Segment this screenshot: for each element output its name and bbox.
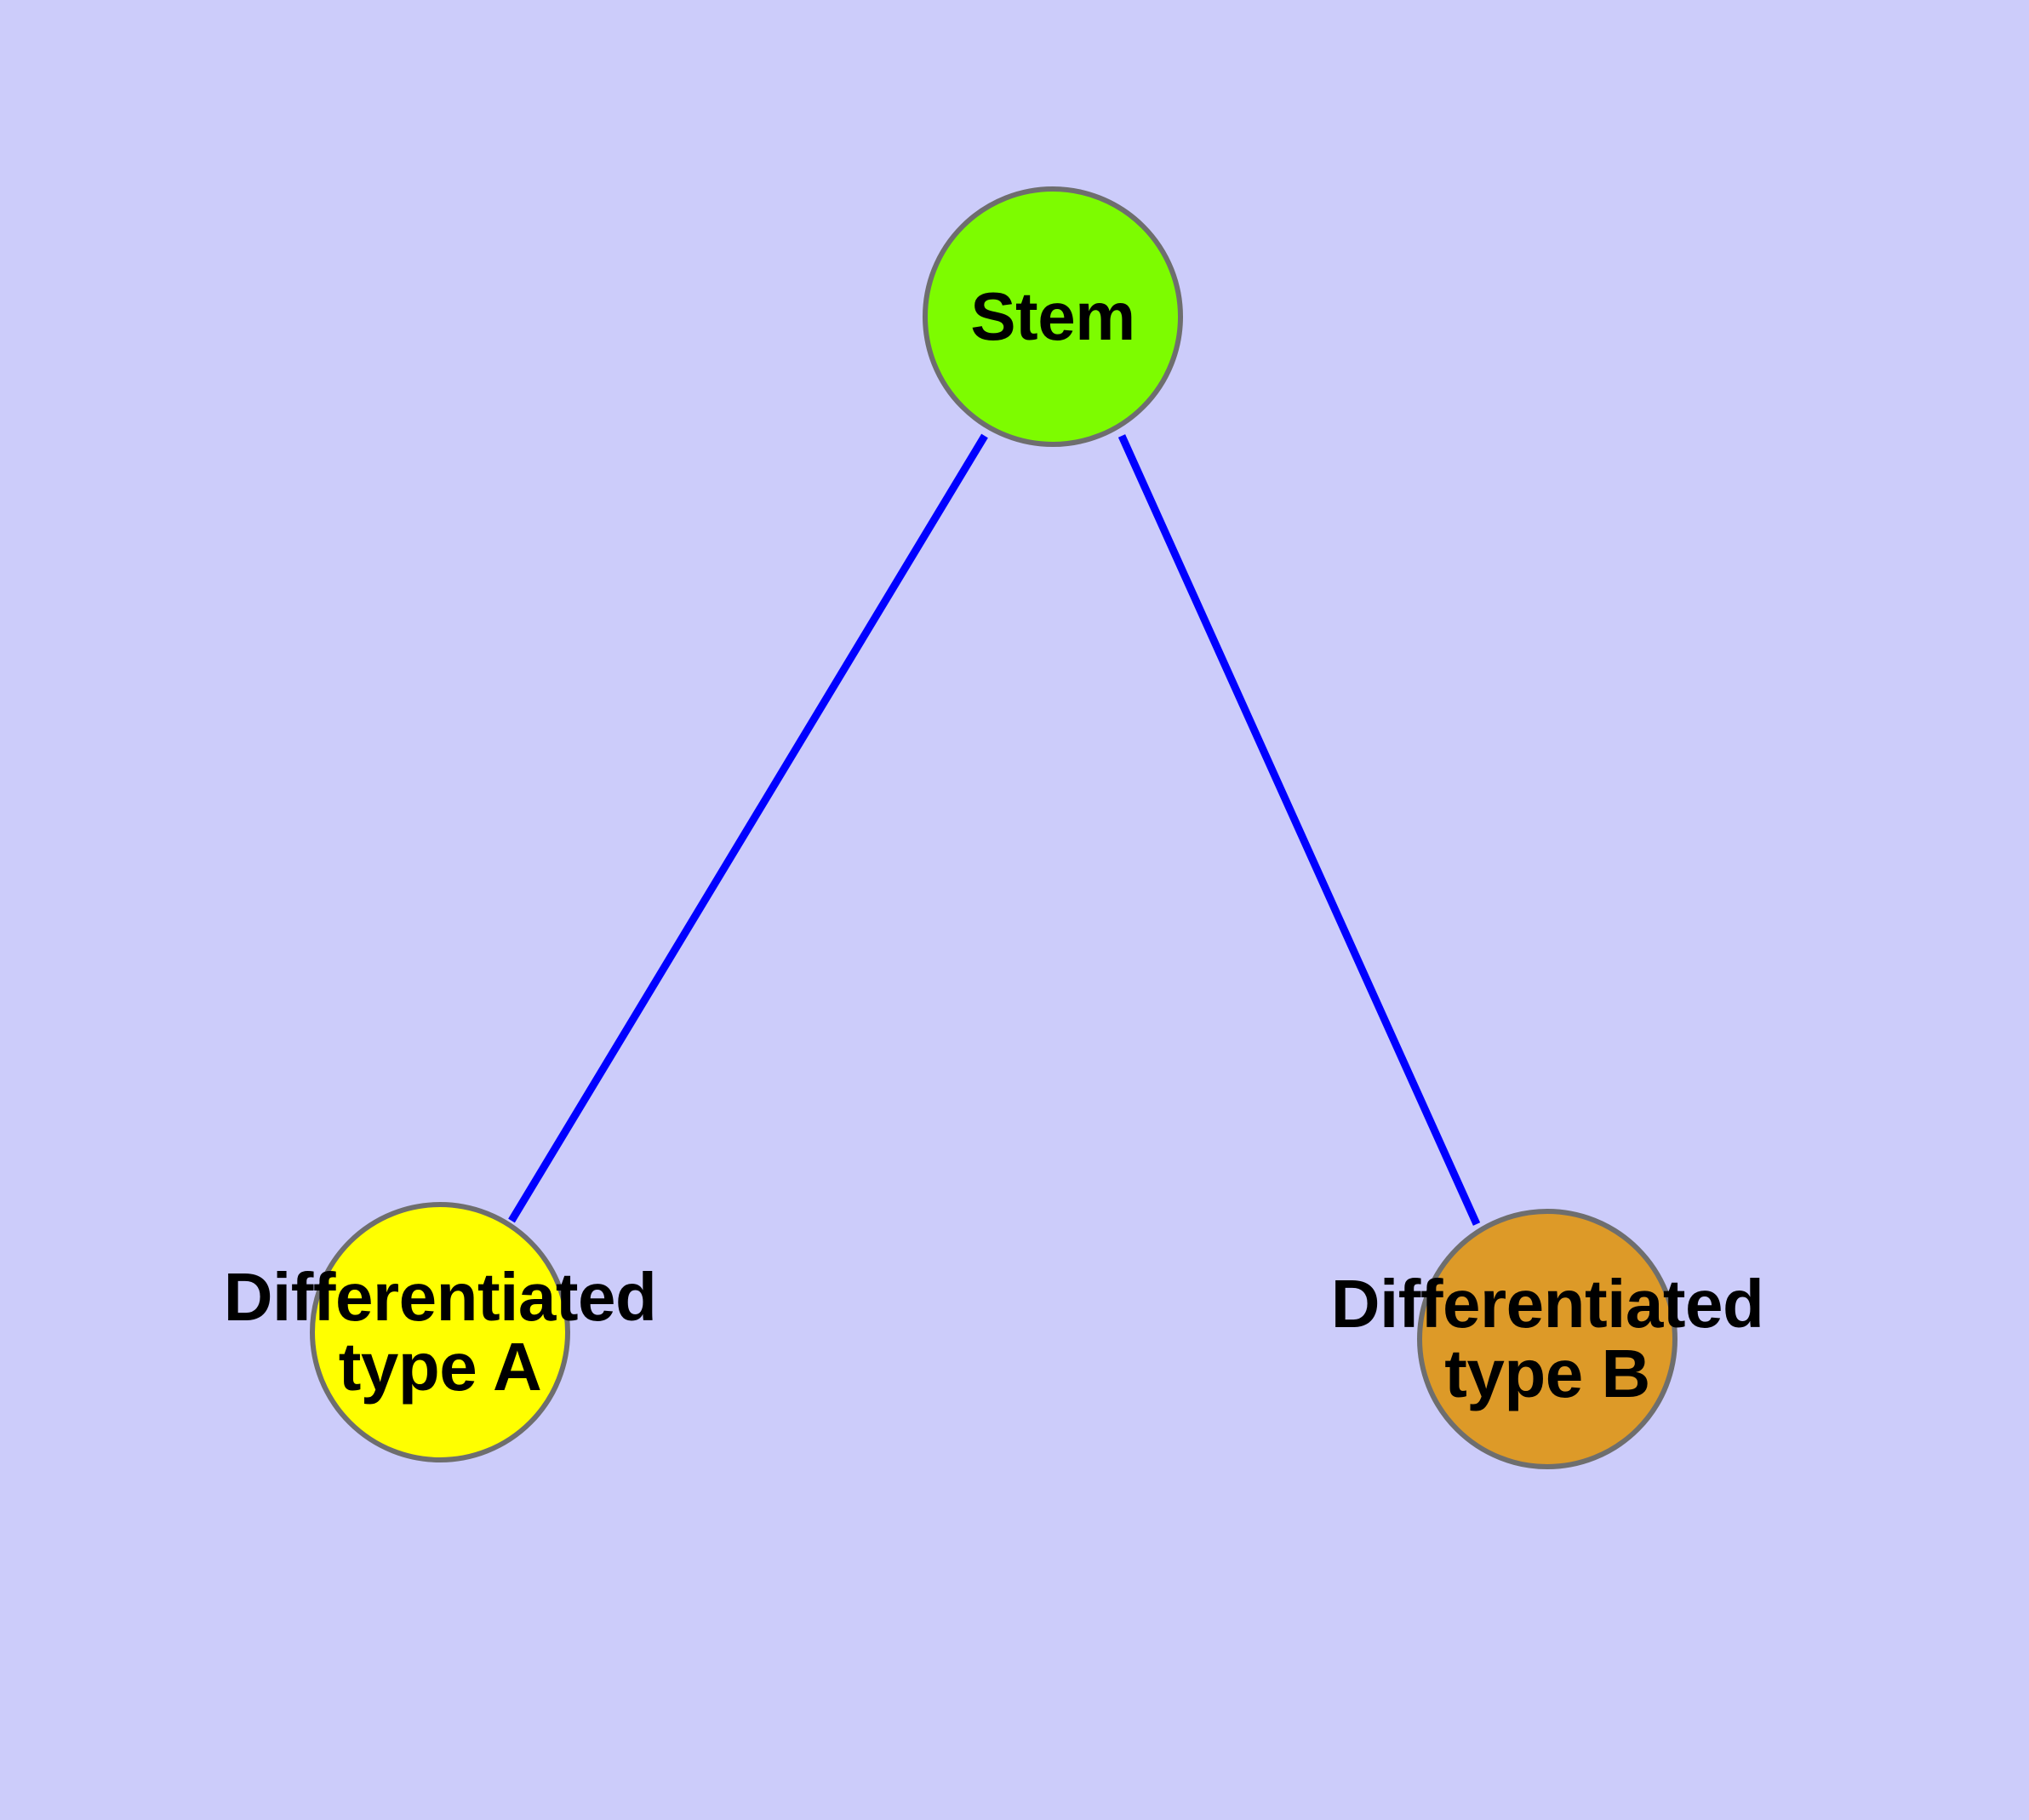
node-differentiated-type-b[interactable] xyxy=(1417,1209,1677,1469)
node-differentiated-type-a[interactable] xyxy=(310,1202,570,1462)
edge-stem-to-differentiated-type-b[interactable] xyxy=(1117,434,1481,1226)
node-stem[interactable] xyxy=(923,186,1183,447)
edge-stem-to-differentiated-type-a[interactable] xyxy=(508,433,988,1223)
